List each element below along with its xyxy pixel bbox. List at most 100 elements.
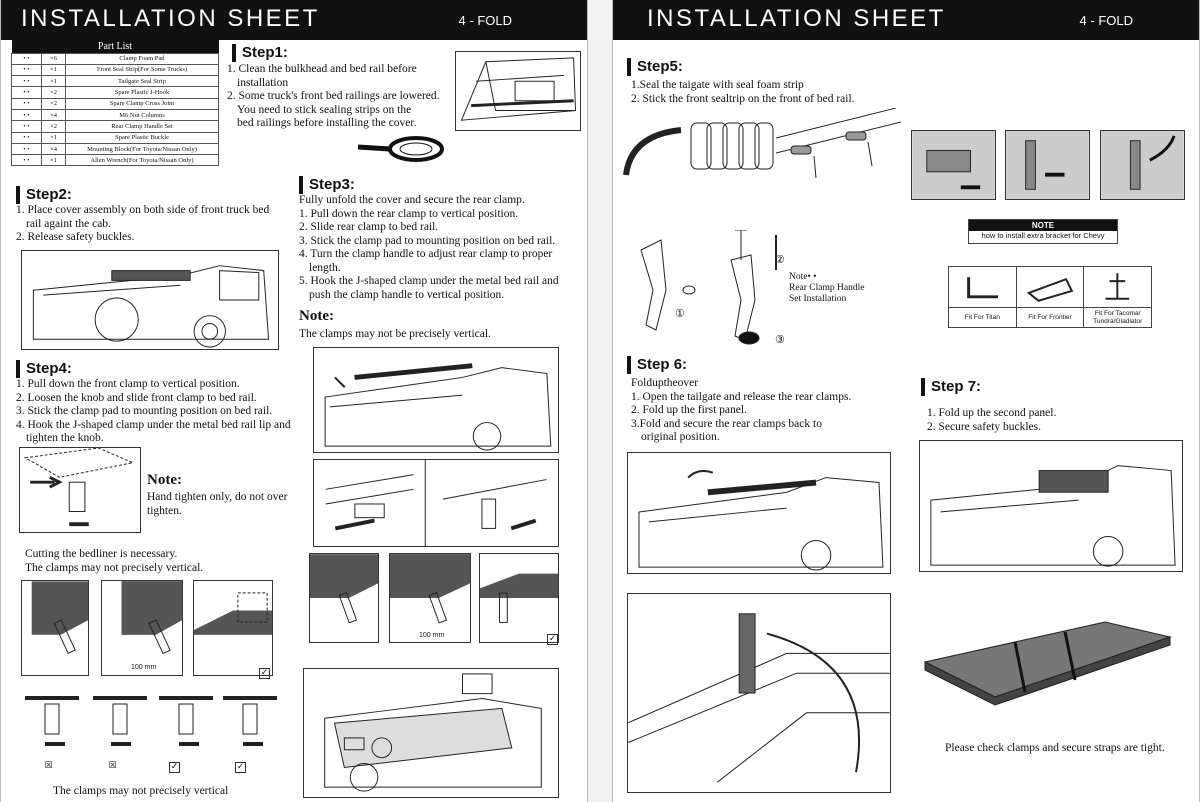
part-bullet: • • (11, 120, 42, 133)
handle-note-line: Set Installation (789, 294, 847, 304)
clamp-position-3-illustration (479, 553, 559, 643)
step-5-text: 1.Seal the taigate with seal foam strip … (631, 79, 855, 106)
part-bullet: • • (11, 86, 42, 99)
check-mark: ✓ (259, 668, 270, 679)
part-qty: ×6 (41, 52, 66, 65)
right-header-fold: 4 - FOLD (1079, 13, 1133, 28)
step-4-line: 4. Hook the J-shaped clamp under the met… (16, 418, 291, 431)
check-mark: ✓ (235, 762, 246, 773)
part-name: Mounting Block(For Toyota/Nissan Only) (65, 142, 219, 156)
part-qty: ×4 (41, 108, 66, 122)
clamp-step-a-illustration (911, 130, 996, 200)
step-6-number: 6 (673, 356, 683, 373)
step-6-line: 2. Fold up the first panel. (631, 404, 747, 416)
part-bullet: • • (11, 75, 42, 88)
left-header-fold: 4 - FOLD (458, 13, 512, 28)
clamp-release-illustration (627, 593, 891, 793)
fit-tacoma-cell: Fit For Tacoma/ Tundra/Gladiator (1084, 267, 1152, 327)
step-3-text: Fully unfold the cover and secure the re… (299, 194, 559, 302)
step-3-note-text: The clamps may not be precisely vertical… (299, 328, 491, 342)
folded-cover-illustration (915, 612, 1185, 712)
foam-strip-illustration (621, 115, 776, 185)
part-qty: ×1 (41, 75, 66, 88)
part-qty: ×4 (41, 142, 66, 156)
step-3-line: 2. Slide rear clamp to bed rail. (299, 221, 439, 233)
handle-marker-1: ① (675, 308, 685, 320)
clamp-angle-3-illustration (159, 694, 213, 754)
check-mark: ✓ (169, 762, 180, 773)
part-name: Tailgate Seal Strip (65, 75, 219, 88)
part-bullet: • • (11, 63, 42, 77)
step-6-line: 3.Fold and secure the rear clamps back t… (631, 417, 822, 430)
cross-mark: ☒ (44, 761, 53, 771)
step-4-note-line: Hand tighten only, do not over (147, 491, 288, 503)
right-header: INSTALLATION SHEET 4 - FOLD (613, 0, 1199, 40)
truck-cover-placement-illustration (21, 250, 279, 350)
check-mark: ✓ (547, 634, 558, 645)
step-4-line: 2. Loosen the knob and slide front clamp… (16, 391, 257, 404)
part-name: M6 Nut Columns (65, 108, 219, 122)
step-4-heading: Step4: (16, 360, 72, 378)
step-3-line: length. (309, 261, 341, 274)
step-3-line: 5. Hook the J-shaped clamp under the met… (299, 275, 559, 287)
step-3-note-title: Note: (299, 308, 334, 324)
step-6-heading: Step 6: (627, 356, 687, 374)
step-1-label: Step (242, 44, 275, 61)
step-1-line: 1. Clean the bulkhead and bed rail befor… (227, 63, 417, 75)
step-6-label: Step (637, 356, 670, 373)
step-1-number: 1 (274, 44, 283, 61)
step-3-note-line: The clamps may not be precisely vertical… (299, 328, 491, 340)
step-7-number: 7 (967, 378, 977, 395)
step-1-line: installation (237, 76, 289, 89)
clamp-angle-4-illustration (223, 694, 277, 754)
part-list-title: Part List (11, 40, 219, 53)
page-gutter (588, 0, 612, 802)
step-5-line: 2. Stick the front sealtrip on the front… (631, 92, 855, 105)
step-5-line: 1.Seal the taigate with seal foam strip (631, 79, 804, 91)
fold-second-panel-illustration (919, 440, 1183, 572)
step-7-line: 2. Secure safety buckles. (927, 420, 1042, 433)
step-4-label: Step (26, 360, 59, 377)
part-qty: ×2 (41, 97, 66, 110)
step-6-line: Folduptheover (631, 377, 699, 389)
seal-strip-illustration (356, 135, 446, 163)
part-name: Spare Plastic J-Hook (65, 86, 219, 99)
handle-note-line: Note• • (789, 272, 817, 282)
step-4-extra-text: Cutting the bedliner is necessary. The c… (25, 548, 203, 575)
rear-clamp-illustration (313, 347, 559, 453)
step-2-number: 2 (58, 186, 67, 203)
bedliner-cut-1-illustration (21, 580, 89, 676)
fit-frontier-label: Fit For Frontier (1016, 307, 1084, 327)
left-page: INSTALLATION SHEET 4 - FOLD Part List • … (0, 0, 588, 802)
step-2-line: rail againt the cab. (26, 217, 111, 230)
right-header-title: INSTALLATION SHEET (647, 5, 946, 32)
step-4-footer-line: The clamps may not precisely vertical (53, 785, 229, 797)
step-7-label: Step (931, 378, 964, 395)
step-3-line: 1. Pull down the rear clamp to vertical … (299, 207, 519, 220)
handle-marker-3: ③ (775, 334, 785, 346)
part-name: Front Seal Strip(For Some Trucks) (65, 63, 219, 77)
step-3-line: Fully unfold the cover and secure the re… (299, 194, 525, 206)
rear-clamp-handle-illustration (631, 230, 781, 350)
left-header-title: INSTALLATION SHEET (21, 5, 320, 32)
chevy-note-box: NOTE how to install extra bracket for Ch… (968, 219, 1118, 244)
front-clamp-illustration (19, 447, 141, 533)
clamp-step-c-illustration (1100, 130, 1185, 200)
step-4-footer: The clamps may not precisely vertical (53, 785, 228, 799)
step-5-number: 5 (669, 58, 678, 75)
step-7-footer: Please check clamps and secure straps ar… (945, 742, 1165, 756)
step-2-label: Step (26, 186, 59, 203)
cross-mark: ☒ (108, 761, 117, 771)
part-bullet: • • (11, 154, 42, 167)
step-7-line: 1. Fold up the second panel. (927, 407, 1057, 419)
step-4-number: 4 (58, 360, 67, 377)
truck-top-view-illustration (303, 668, 559, 798)
